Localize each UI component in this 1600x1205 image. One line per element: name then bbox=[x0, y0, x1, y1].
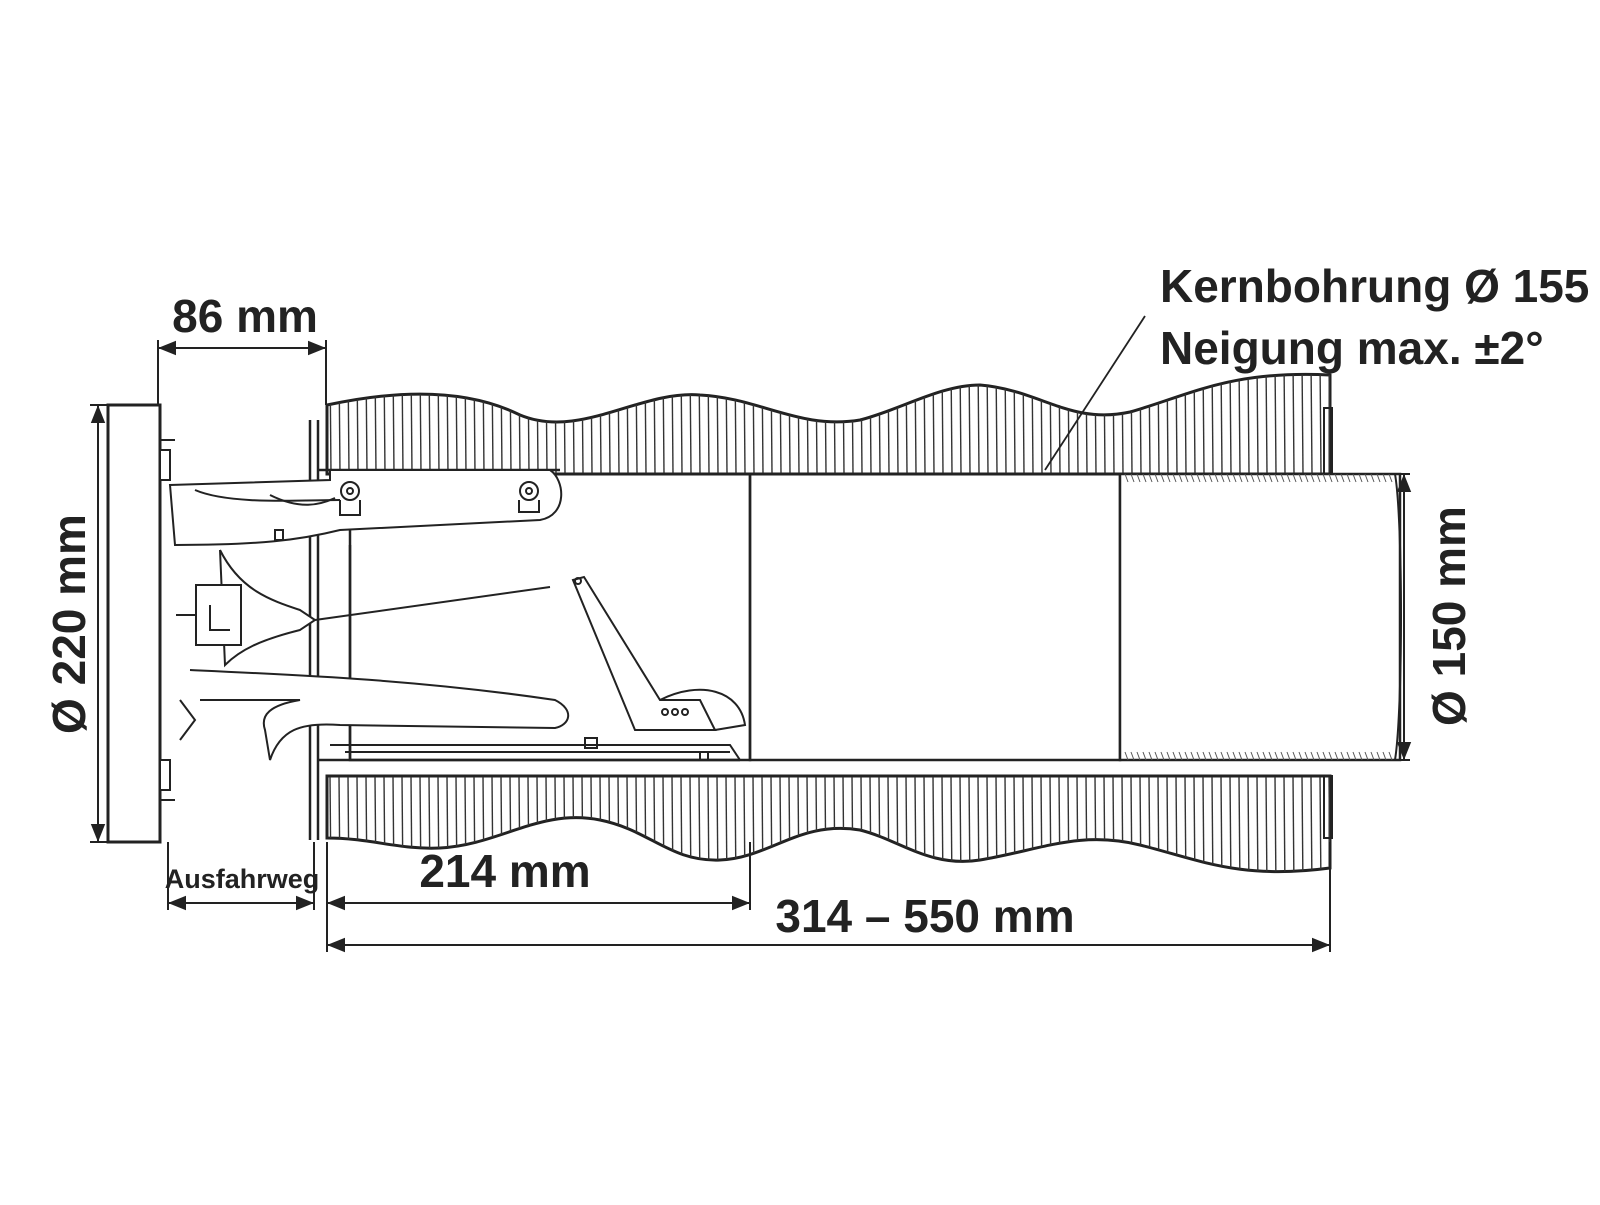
label-diameter-150: Ø 150 mm bbox=[1423, 506, 1475, 726]
label-width-86: 86 mm bbox=[172, 290, 318, 342]
internal-mechanism bbox=[168, 469, 747, 761]
label-travel: Ausfahrweg bbox=[165, 864, 320, 894]
label-diameter-220: Ø 220 mm bbox=[43, 514, 95, 734]
label-length-range: 314 – 550 mm bbox=[775, 890, 1074, 942]
label-core-drill: Kernbohrung Ø 155 mm bbox=[1160, 260, 1600, 312]
label-tilt: Neigung max. ±2° bbox=[1160, 322, 1544, 374]
core-drill-leader bbox=[1044, 315, 1146, 471]
dimension-lines bbox=[90, 340, 1412, 953]
wall-upper-section bbox=[325, 372, 1332, 476]
label-length-214: 214 mm bbox=[419, 845, 590, 897]
front-panel bbox=[106, 403, 175, 844]
